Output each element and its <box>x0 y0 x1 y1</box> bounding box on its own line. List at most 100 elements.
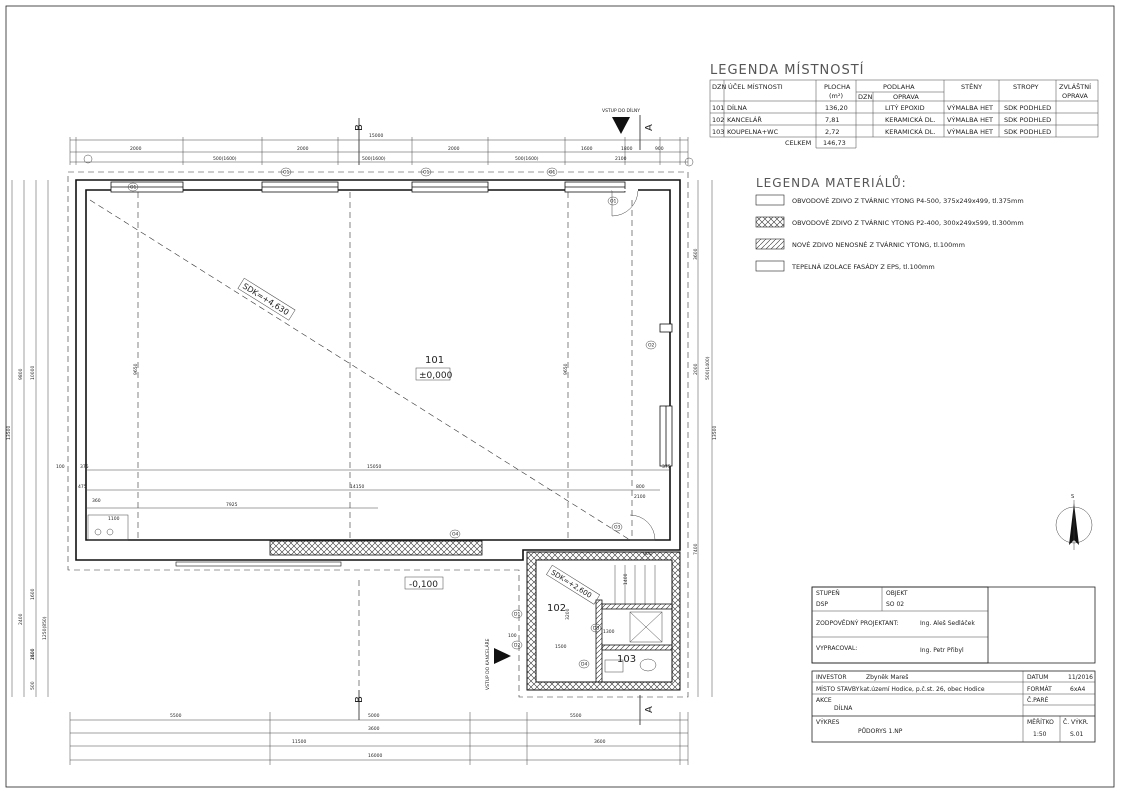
bottom-dim-11500: 11500 <box>292 739 306 745</box>
legend-row-dzn: 101 <box>712 104 724 112</box>
material-legend: LEGENDA MATERIÁLŮ: OBVODOVÉ ZDIVO Z TVÁR… <box>755 175 1024 272</box>
material-text: NOVÉ ZDIVO NENOSNÉ Z TVÁRNIC YTONG, tl.1… <box>792 240 965 249</box>
legend-total-value: 146,73 <box>823 139 846 147</box>
top-dim-value: 1800 <box>621 146 633 152</box>
room-102-label: 102 <box>547 603 566 614</box>
room-101-level: ±0,000 <box>419 371 453 381</box>
window-tag-marker <box>578 659 590 669</box>
tb-drawn-value: Ing. Petr Přibyl <box>920 647 964 654</box>
window-tag-marker <box>546 167 558 177</box>
top-dim-value: 1600 <box>581 146 593 152</box>
tb-number-label: Č. VÝKR. <box>1063 719 1089 726</box>
legend-header-floor: PODLAHA <box>883 83 915 91</box>
window-tag: O2 <box>648 343 655 349</box>
tb-date-value: 11/2016 <box>1068 674 1093 681</box>
material-swatch <box>755 216 785 228</box>
legend-row-floor: KERAMICKÁ DL. <box>885 127 936 136</box>
right-dim-value: 13500 <box>712 426 718 440</box>
dim-9650-a: 9650 <box>133 363 139 375</box>
tb-format-value: 6xA4 <box>1070 686 1085 693</box>
dim-100b: 100 <box>508 633 517 639</box>
legend-header-purpose: ÚČEL MÍSTNOSTI <box>728 82 783 91</box>
dim-1300: 1300 <box>603 629 615 635</box>
tb-designer-label: ZODPOVĚDNÝ PROJEKTANT: <box>816 619 899 627</box>
dim-475: 475 <box>78 484 87 490</box>
tb-designer-value: Ing. Aleš Sedláček <box>920 620 975 627</box>
tb-stage-value: DSP <box>816 601 828 608</box>
window-tag-marker <box>127 182 139 192</box>
legend-row-floor: KERAMICKÁ DL. <box>885 115 936 124</box>
tb-object-value: SO 02 <box>886 601 904 608</box>
legend-header-ceilings: STROPY <box>1013 83 1039 91</box>
window-tag: O1 <box>610 199 617 205</box>
material-swatch <box>755 260 785 272</box>
room-101-label: 101 <box>425 355 444 366</box>
bottom-dim-value: 5500 <box>170 713 182 719</box>
tb-stage-label: STUPEŇ <box>816 590 840 597</box>
top-dim-value: 500(1600) <box>213 156 237 162</box>
bottom-dim-total: 16000 <box>368 753 382 759</box>
top-dim-value: 500(1600) <box>515 156 539 162</box>
legend-row-dzn: 103 <box>712 128 724 136</box>
floor-plan: 101 ±0,000 102 103 -0,100 SDK=+4,630 SDK… <box>67 107 694 725</box>
bottom-dim-3600-a: 3600 <box>368 726 380 732</box>
dim-1100: 1100 <box>108 516 120 522</box>
bottom-dim-3600-b: 3600 <box>594 739 606 745</box>
material-text: OBVODOVÉ ZDIVO Z TVÁRNIC YTONG P4-500, 3… <box>792 196 1024 205</box>
tb-scale-label: MĚŘÍTKO <box>1027 718 1054 726</box>
legend-header-area-unit: (m²) <box>829 92 843 100</box>
legend-row-dzn: 102 <box>712 116 724 124</box>
top-dim-value: 2000 <box>297 146 309 152</box>
top-dim-value: 2100 <box>615 156 627 162</box>
insulation-outline <box>67 171 689 698</box>
window-tag: D2 <box>514 643 520 649</box>
material-legend-title: LEGENDA MATERIÁLŮ: <box>756 175 907 190</box>
top-dim-value: 2000 <box>448 146 460 152</box>
dim-1500: 1500 <box>555 644 567 650</box>
window-tag-marker <box>611 522 623 532</box>
left-dim-value: 1600 <box>30 588 36 600</box>
legend-header-dzn: DZN <box>712 83 726 91</box>
tb-action-value: DÍLNA <box>834 705 853 712</box>
section-b-top: B <box>354 124 365 131</box>
sdk-label-102: SDK=+2,600 <box>549 569 592 600</box>
tb-copy-label: Č.PARÉ <box>1027 696 1049 704</box>
legend-row-area: 7,81 <box>825 116 839 124</box>
shower-tray <box>629 611 663 643</box>
toilet-fixture <box>639 658 657 672</box>
legend-row-ceiling: SDK PODHLED <box>1004 104 1051 112</box>
tb-drawn-label: VYPRACOVAL: <box>816 645 857 652</box>
title-block: STUPEŇ DSP OBJEKT SO 02 ZODPOVĚDNÝ PROJE… <box>811 586 1096 743</box>
window-tag-marker <box>645 340 657 350</box>
dim-100: 100 <box>56 464 65 470</box>
entry-label-side: VSTUP DO KANCELÁŘE <box>483 638 491 690</box>
dim-15050: 15050 <box>367 464 381 470</box>
material-swatch <box>755 194 785 206</box>
top-dim-value: 500(1600) <box>362 156 386 162</box>
left-dim-value: 10000 <box>30 366 36 380</box>
right-dim-value: 3600 <box>693 248 699 260</box>
tb-action-label: AKCE <box>816 697 832 704</box>
top-windows <box>110 181 626 193</box>
entry-door <box>611 189 639 217</box>
window-tag-marker <box>280 167 292 177</box>
legend-row-name: KANCELÁŘ <box>727 115 762 124</box>
left-dim-value: 13500 <box>6 426 12 440</box>
partition-bath <box>601 644 673 651</box>
dim-360: 360 <box>92 498 101 504</box>
top-total-dim: 15000 <box>369 133 383 139</box>
legend-header-special: ZVLÁŠTNÍ <box>1059 82 1091 91</box>
north-label: S <box>1071 494 1074 500</box>
window-tag: O3 <box>614 525 621 531</box>
tb-scale-value: 1:50 <box>1033 731 1047 738</box>
left-dim-value: 1250(850) <box>42 616 48 640</box>
material-text: TEPELNÁ IZOLACE FASÁDY Z EPS, tl.100mm <box>791 262 935 271</box>
sheet-frame <box>5 5 1115 788</box>
tb-site-label: MÍSTO STAVBY <box>816 686 860 693</box>
entry-arrow-top <box>612 117 630 134</box>
dim-9650-b: 9650 <box>563 363 569 375</box>
window-tag: D3 <box>593 626 599 632</box>
window-tag: O1 <box>423 170 430 176</box>
